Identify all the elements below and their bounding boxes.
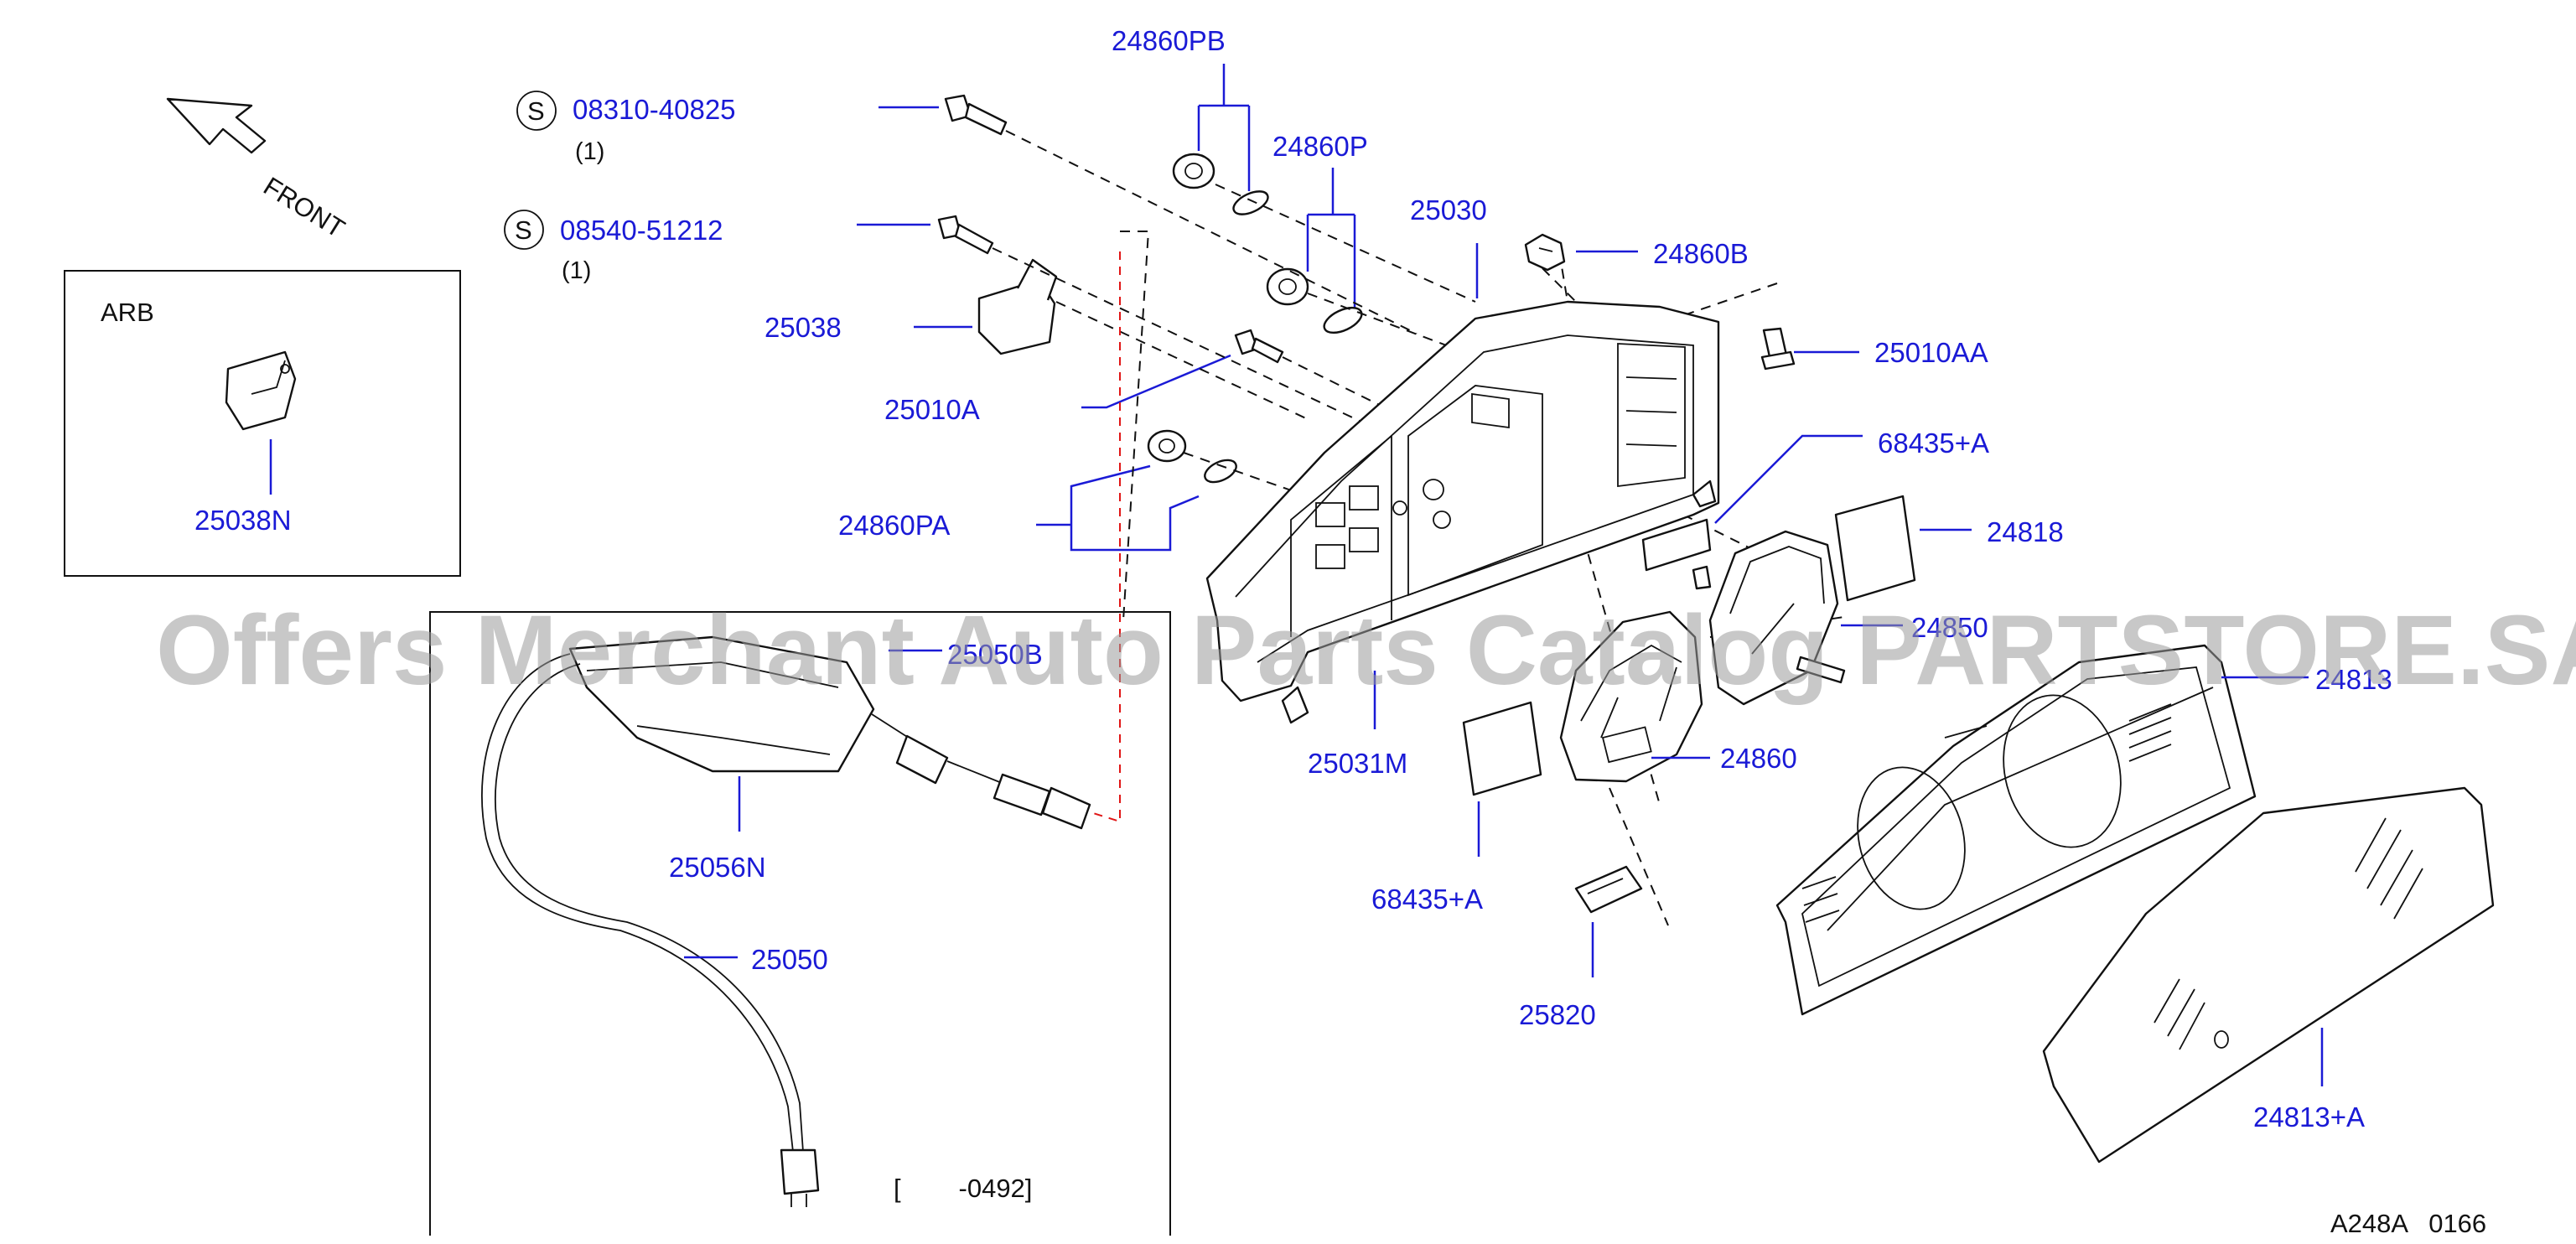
bolt-08310-40825[interactable]: S 08310-40825 (1) xyxy=(516,91,736,165)
bolt2-drawing xyxy=(937,215,994,255)
bracket-25038-drawing xyxy=(977,258,1058,355)
grommet-24860PB-drawing xyxy=(1172,153,1269,215)
label-plate-68435A-bottom-drawing xyxy=(1462,701,1542,796)
part-label-25010AA[interactable]: 25010AA xyxy=(1874,337,1988,368)
standard-part-symbol-icon xyxy=(516,91,557,131)
part-label-68435A-bottom[interactable]: 68435+A xyxy=(1371,884,1483,915)
quantity-bolt1: (1) xyxy=(575,138,604,165)
quantity-bolt2: (1) xyxy=(562,257,591,284)
cable-inset-box xyxy=(429,611,1171,1236)
part-label-24860PB[interactable]: 24860PB xyxy=(1112,25,1226,56)
part-label-25820[interactable]: 25820 xyxy=(1519,999,1596,1030)
part-label-08540-51212[interactable]: 08540-51212 xyxy=(560,215,723,246)
gauge-face-drawing xyxy=(1559,610,1703,783)
standard-part-symbol-icon xyxy=(504,210,544,250)
symbol-s-1: S xyxy=(527,96,545,126)
leader-24860P xyxy=(1306,168,1356,308)
part-label-08310-40825[interactable]: 08310-40825 xyxy=(573,94,736,125)
front-arrow-icon xyxy=(166,97,267,154)
part-label-25056N[interactable]: 25056N xyxy=(669,852,766,883)
cluster-lid-drawing xyxy=(1775,644,2257,1016)
grommet-24860PA-drawing xyxy=(1147,429,1237,484)
part-label-25010A[interactable]: 25010A xyxy=(884,394,980,425)
leader-25010A xyxy=(1081,354,1231,409)
speedometer-cable-drawing xyxy=(481,635,1091,1207)
part-label-24860PA[interactable]: 24860PA xyxy=(838,510,950,541)
part-label-24813A[interactable]: 24813+A xyxy=(2253,1101,2365,1133)
plate-24818-drawing xyxy=(1834,495,1916,602)
part-label-25038N[interactable]: 25038N xyxy=(194,505,292,536)
part-label-25038[interactable]: 25038 xyxy=(765,312,842,343)
leader-68435A-top xyxy=(1714,434,1863,524)
arb-bracket-drawing xyxy=(225,350,297,431)
part-label-24860[interactable]: 24860 xyxy=(1720,743,1797,774)
part-label-24818[interactable]: 24818 xyxy=(1987,516,2064,547)
clear-lens-drawing xyxy=(2042,786,2495,1164)
screw-25010A-drawing xyxy=(1234,329,1284,364)
part-label-68435A-top[interactable]: 68435+A xyxy=(1878,428,1989,459)
diagram-code: A248A 0166 xyxy=(2330,1209,2486,1238)
part-label-25050[interactable]: 25050 xyxy=(751,944,828,975)
highlight-dash-line xyxy=(1092,251,1121,823)
clip-24860B-drawing xyxy=(1524,233,1566,272)
speedometer-drawing xyxy=(1692,530,1846,706)
part-label-24813[interactable]: 24813 xyxy=(2315,664,2392,695)
part-label-24850[interactable]: 24850 xyxy=(1911,612,1988,643)
part-label-24860P[interactable]: 24860P xyxy=(1272,131,1368,162)
part-label-24860B[interactable]: 24860B xyxy=(1653,238,1749,269)
leader-24860PA xyxy=(1036,464,1200,552)
grommet-24860P-drawing xyxy=(1266,267,1363,334)
socket-25820-drawing xyxy=(1574,865,1643,914)
watermark-text: Offers Merchant Auto Parts Catalog PARTS… xyxy=(156,595,2576,706)
arb-inset-box xyxy=(64,270,461,577)
label-plate-68435A-top-drawing xyxy=(1641,518,1712,572)
arb-inset-title: ARB xyxy=(101,298,154,327)
front-label: FRONT xyxy=(258,171,350,243)
bolt-08540-51212[interactable]: S 08540-51212 (1) xyxy=(504,210,723,284)
part-label-25030[interactable]: 25030 xyxy=(1410,194,1487,225)
date-range: [ -0492] xyxy=(894,1174,1032,1203)
symbol-s-2: S xyxy=(515,215,532,245)
bolt1-drawing xyxy=(944,94,1008,136)
part-label-25031M[interactable]: 25031M xyxy=(1308,748,1407,779)
cluster-housing-drawing xyxy=(1205,300,1720,724)
part-label-25050B[interactable]: 25050B xyxy=(947,639,1043,670)
screw-25010AA-drawing xyxy=(1760,327,1796,371)
leader-24860PB xyxy=(1197,64,1251,191)
